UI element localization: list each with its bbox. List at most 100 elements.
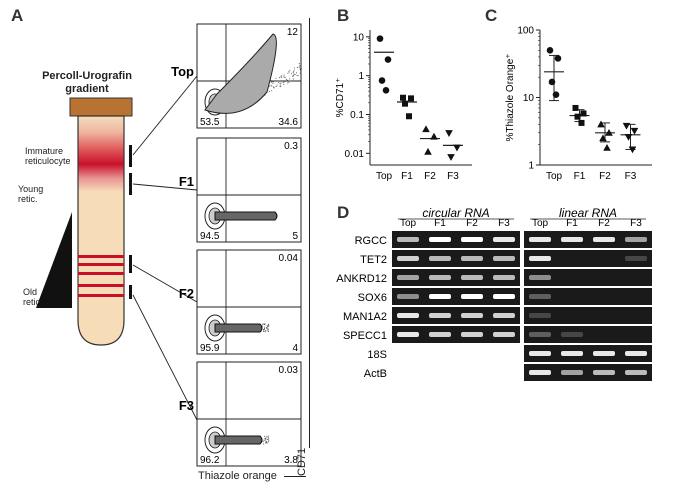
x-tick-label: F1 [401, 171, 413, 182]
gel-band [429, 256, 451, 261]
gel-band [493, 332, 515, 337]
gel-gene-label: ActB [364, 368, 387, 380]
connector-f3 [132, 294, 198, 421]
y-tick-label: 10 [523, 93, 535, 104]
gel-gene-label: SPECC1 [343, 330, 387, 342]
data-point [453, 144, 461, 152]
data-point [406, 113, 412, 120]
gradient-title-line1: Percoll-Urografin [42, 70, 132, 82]
panel-label-c: C [485, 6, 498, 25]
gel-gene-label: TET2 [360, 254, 387, 266]
data-point [382, 86, 390, 94]
gel-row-circular [392, 250, 520, 267]
gel-band [397, 275, 419, 280]
flow-y-axis-label: CD71 [296, 447, 308, 476]
flow-plot-label: F3 [179, 398, 194, 413]
gel-band [529, 275, 551, 280]
gel-row-linear [524, 364, 652, 381]
gel-band [461, 332, 483, 337]
label-young: Young retic. [18, 184, 43, 204]
panel-label-b: B [337, 6, 350, 25]
data-point [622, 122, 631, 130]
label-young-line2: retic. [18, 194, 38, 204]
gel-header-circular: circular RNA [422, 206, 489, 220]
tube-band-4 [78, 284, 124, 287]
flow-quadrant-lower-left: 94.5 [200, 231, 220, 242]
connector-top [132, 75, 198, 156]
gel-row-linear [524, 307, 652, 324]
data-point [378, 77, 386, 84]
gel-band [625, 237, 647, 242]
flow-quadrant-lower-right: 5 [292, 231, 298, 242]
gel-band [593, 370, 615, 375]
y-tick-label: 1 [358, 71, 364, 82]
gel-band [397, 313, 419, 318]
data-point [445, 130, 453, 137]
gel-band [429, 294, 451, 299]
flow-plot-frame [196, 249, 302, 355]
gradient-title: Percoll-Urografin gradient [28, 70, 146, 96]
flow-y-axis-line [309, 18, 311, 448]
gel-row-circular [392, 231, 520, 248]
gel-band [561, 332, 583, 337]
gel-row-circular [392, 288, 520, 305]
data-point [630, 127, 639, 135]
gel-band [493, 256, 515, 261]
gel-header-linear: linear RNA [559, 206, 617, 220]
data-point [447, 154, 455, 161]
gel-row-circular [392, 326, 520, 343]
flow-quadrant-lower-left: 53.5 [200, 117, 220, 128]
gel-band [561, 237, 583, 242]
gel-band [461, 313, 483, 318]
gel-band [429, 275, 451, 280]
tube-band-1 [78, 255, 124, 258]
gel-lane-label-circular: F2 [466, 218, 478, 229]
flow-x-axis-text: Thiazole orange [198, 470, 277, 482]
flow-quadrant-lower-left: 95.9 [200, 343, 220, 354]
gel-band [461, 294, 483, 299]
data-point [599, 134, 607, 142]
flow-population-tail [214, 211, 278, 221]
data-point [605, 128, 613, 136]
fraction-marker-f2 [129, 255, 132, 273]
data-point [376, 35, 384, 42]
gel-band [529, 351, 551, 356]
gel-band [397, 332, 419, 337]
gel-band [529, 237, 551, 242]
data-point [574, 113, 581, 120]
gradient-title-line2: gradient [65, 83, 109, 95]
x-tick-label: F3 [625, 171, 637, 182]
data-point [554, 55, 562, 62]
y-tick-label: 0.01 [345, 149, 365, 160]
data-point [628, 146, 637, 154]
gel-band [529, 294, 551, 299]
data-point [578, 119, 585, 126]
label-young-line1: Young [18, 184, 44, 194]
data-point [408, 95, 414, 102]
gel-row-linear [524, 250, 652, 267]
label-old-line1: Old [23, 287, 38, 297]
gel-band [397, 294, 419, 299]
data-point [552, 91, 560, 99]
fraction-marker-f3 [129, 285, 132, 299]
flow-population-tail [214, 435, 263, 445]
gel-row-circular [392, 307, 520, 324]
x-tick-label: Top [546, 171, 563, 182]
age-wedge [36, 212, 72, 308]
flow-x-axis-arrow [283, 475, 306, 477]
gel-band [493, 237, 515, 242]
flow-quadrant-lower-right: 4 [292, 343, 298, 354]
flow-quadrant-lower-right: 3.8 [284, 455, 298, 466]
connector-f1 [132, 183, 198, 191]
flow-quadrant-upper-right: 0.3 [284, 141, 298, 152]
flow-x-axis-label: Thiazole orange [198, 470, 306, 482]
gel-lane-label-linear: F1 [566, 218, 578, 229]
gel-band [429, 237, 451, 242]
flow-plot-label: F2 [179, 286, 194, 301]
label-old-line2: retic. [23, 297, 43, 307]
gel-band [397, 237, 419, 242]
